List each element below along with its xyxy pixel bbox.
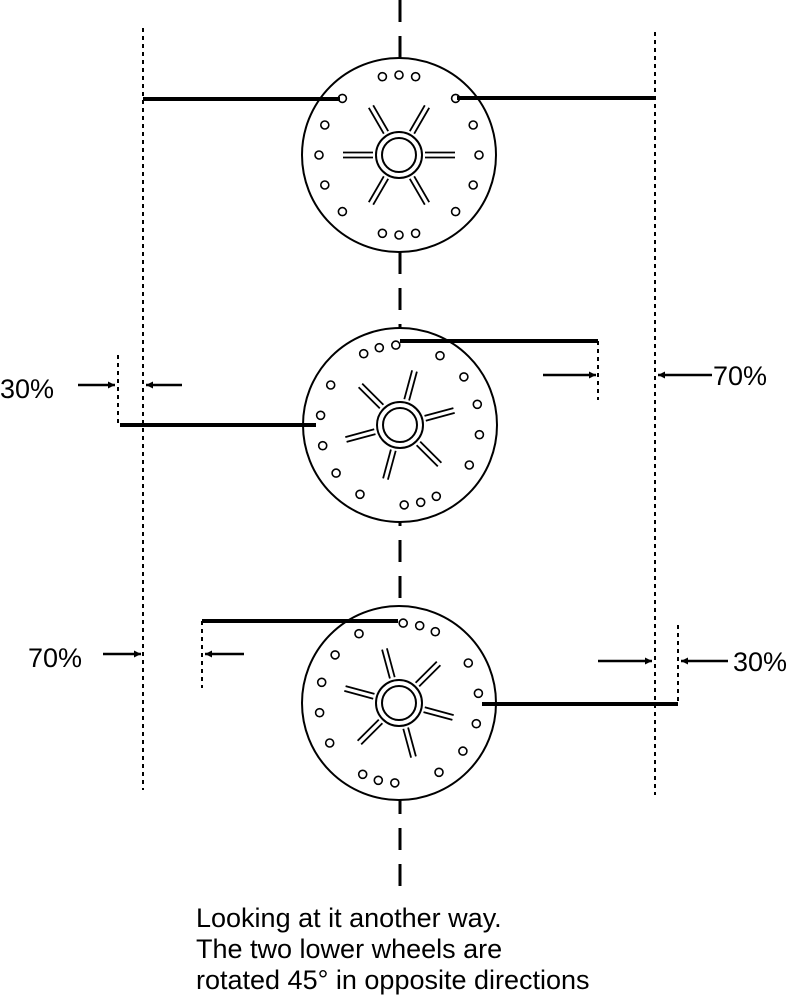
hub-inner xyxy=(382,407,418,443)
spoke-line xyxy=(413,175,430,203)
hub-inner xyxy=(381,137,417,173)
spoke-line xyxy=(361,382,385,406)
bolt-hole xyxy=(468,120,479,130)
bolt-hole xyxy=(473,688,484,699)
spoke-line xyxy=(418,664,442,688)
bolt-hole xyxy=(464,460,475,470)
bolt-hole xyxy=(463,658,474,668)
bolt-hole xyxy=(324,738,335,748)
spoke-line xyxy=(424,706,454,716)
bolt-hole xyxy=(377,228,388,239)
bolt-hole xyxy=(472,399,483,410)
bolt-hole xyxy=(314,707,325,718)
spoke-line xyxy=(382,449,392,479)
bolt-hole xyxy=(319,120,330,130)
bolt-hole xyxy=(394,230,404,240)
spoke-line xyxy=(387,450,397,480)
spoke-line xyxy=(381,649,391,679)
spoke-line xyxy=(368,107,385,135)
bolt-hole xyxy=(389,778,400,788)
bolt-hole xyxy=(377,71,388,82)
spoke-line xyxy=(372,104,389,132)
bolt-hole xyxy=(394,70,404,80)
spoke-line xyxy=(403,370,413,400)
bolt-hole xyxy=(474,150,484,160)
bolt-hole xyxy=(373,775,384,786)
spoke-line xyxy=(372,178,389,206)
middle-left-percent-label: 30% xyxy=(0,374,54,404)
bolt-hole xyxy=(357,769,368,780)
bolt-hole xyxy=(374,342,385,353)
bolt-hole xyxy=(325,380,336,390)
bolt-hole xyxy=(398,618,409,628)
spoke-line xyxy=(424,407,454,417)
middle-right-percent-label: 70% xyxy=(713,361,767,391)
spoke-line xyxy=(407,727,417,757)
bolt-hole xyxy=(471,718,482,729)
bolt-hole xyxy=(354,628,364,639)
spoke-line xyxy=(344,690,374,700)
spoke-line xyxy=(345,428,375,438)
bolt-hole xyxy=(337,206,348,217)
spoke-line xyxy=(346,433,376,443)
spoke-line xyxy=(415,444,439,468)
spoke-line xyxy=(386,648,396,678)
bolt-hole xyxy=(415,497,426,508)
bolt-hole xyxy=(314,150,324,160)
spoke-line xyxy=(356,718,380,742)
bolt-hole xyxy=(414,620,425,631)
bolt-hole xyxy=(316,677,327,688)
bolt-hole xyxy=(331,468,341,478)
spoke-line xyxy=(402,728,412,758)
bolt-hole xyxy=(390,340,401,350)
bolt-hole xyxy=(410,71,421,82)
spoke-line xyxy=(409,178,426,206)
hub-inner xyxy=(381,685,417,721)
bottom-left-percent-label: 70% xyxy=(28,643,82,673)
spoke-line xyxy=(360,722,384,746)
bolt-hole xyxy=(458,746,468,756)
bolt-hole xyxy=(355,489,365,500)
wheel-bottom xyxy=(301,605,497,801)
bolt-hole xyxy=(474,429,485,440)
caption-line-1: Looking at it another way. xyxy=(196,903,502,933)
bolt-hole xyxy=(399,500,410,510)
spoke-line xyxy=(357,386,381,410)
bolt-hole xyxy=(435,350,445,361)
wheel-top xyxy=(301,57,497,253)
bolt-hole xyxy=(450,206,461,217)
spoke-line xyxy=(409,104,426,132)
spoke-line xyxy=(414,660,438,684)
bolt-hole xyxy=(317,440,328,451)
bolt-hole xyxy=(434,767,444,778)
spoke-line xyxy=(419,440,443,464)
bolt-hole xyxy=(410,228,421,239)
bolt-hole xyxy=(430,626,441,637)
caption-line-3: rotated 45° in opposite directions xyxy=(196,965,590,995)
spoke-line xyxy=(368,175,385,203)
spoke-line xyxy=(425,412,455,422)
wheel-middle xyxy=(302,327,498,523)
caption-line-2: The two lower wheels are xyxy=(196,934,503,964)
spoke-line xyxy=(345,685,375,695)
spoke-line xyxy=(408,371,418,401)
bolt-hole xyxy=(468,180,479,190)
bolt-hole xyxy=(319,180,330,190)
caption: Looking at it another way. The two lower… xyxy=(196,903,590,996)
bolt-hole xyxy=(315,410,326,421)
bolt-hole xyxy=(459,372,469,382)
spoke-line xyxy=(413,107,430,135)
spoke-line xyxy=(423,711,453,721)
bottom-right-percent-label: 30% xyxy=(733,647,787,677)
bolt-hole xyxy=(330,650,340,660)
bolt-hole xyxy=(358,348,369,359)
bolt-hole xyxy=(431,491,442,502)
